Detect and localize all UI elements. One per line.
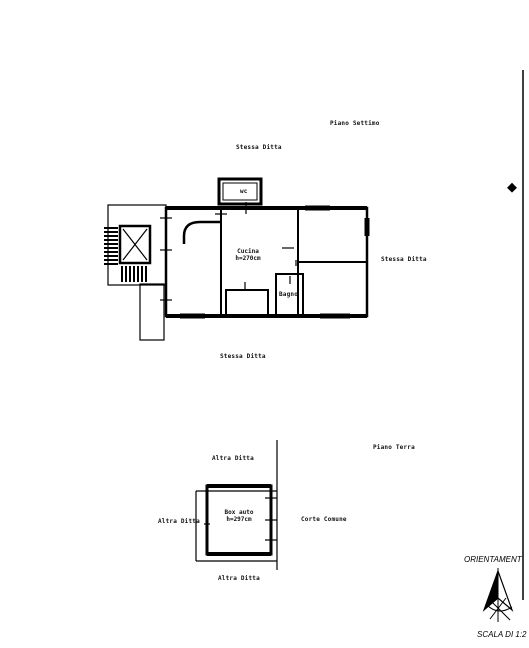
kitchen-height: h=270cm xyxy=(235,255,261,262)
ground-floor-plan xyxy=(195,440,278,570)
label-ground-bottom: Altra Ditta xyxy=(218,575,260,582)
balcony xyxy=(139,283,165,341)
label-upper-right: Stessa Ditta xyxy=(381,256,427,263)
kitchen-name: Cucina xyxy=(237,248,259,255)
kitchen-label: Cucina h=270cm xyxy=(226,248,270,262)
garage-height: h=297cm xyxy=(226,516,252,523)
label-upper-bottom: Stessa Ditta xyxy=(220,353,266,360)
orientation-label: ORIENTAMENT xyxy=(464,555,522,564)
label-upper-top: Stessa Ditta xyxy=(236,144,282,151)
label-ground-top: Altra Ditta xyxy=(212,455,254,462)
scale-label: SCALA DI 1:2 xyxy=(477,630,527,639)
scan-mark xyxy=(507,182,517,193)
wc-label: wc xyxy=(240,188,248,195)
label-ground-right: Corte Comune xyxy=(301,516,347,523)
upper-floor-title: Piano Settimo xyxy=(330,120,380,127)
upper-floor-plan xyxy=(104,177,370,341)
closet xyxy=(225,289,269,317)
garage-name: Box auto xyxy=(224,509,254,516)
label-ground-left: Altra Ditta xyxy=(158,518,200,525)
garage-label: Box auto h=297cm xyxy=(214,509,264,523)
ground-floor-title: Piano Terra xyxy=(373,444,415,451)
bath-label: Bagno xyxy=(279,291,299,298)
north-arrow-icon xyxy=(482,568,514,622)
wc-room xyxy=(217,177,263,206)
bath-room xyxy=(275,273,304,317)
